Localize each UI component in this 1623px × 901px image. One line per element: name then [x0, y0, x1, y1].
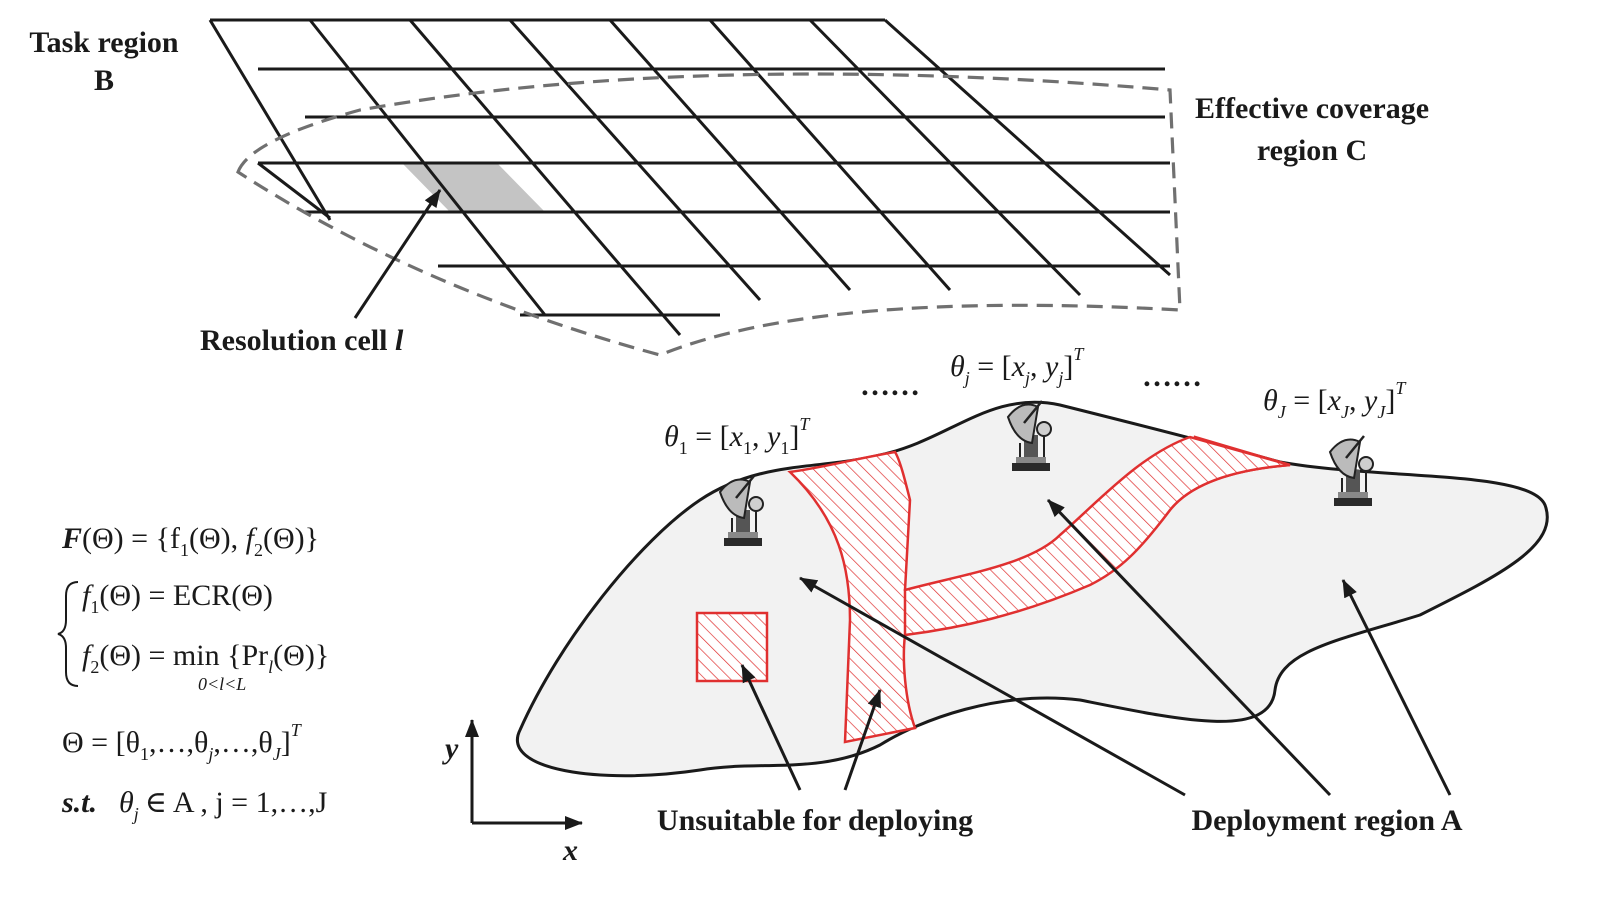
unsuitable-horizontal-band — [903, 435, 1291, 637]
formula-block: F(Θ) = {f1(Θ), f2(Θ)} f1(Θ) = ECR(Θ) f2(… — [57, 522, 329, 824]
arrow-deployment-middle — [1046, 498, 1332, 797]
axis-x-label: x — [562, 834, 578, 867]
sensor-label-J: θJ = [xJ, yJ]T — [1263, 378, 1407, 422]
unsuitable-areas — [695, 435, 1291, 744]
resolution-cell-highlight — [402, 163, 545, 212]
svg-text:θj = [xj, yj]T: θj = [xj, yj]T — [950, 344, 1085, 388]
ellipsis-left: …… — [860, 369, 920, 402]
coordinate-axes: y x — [442, 719, 583, 867]
formula-F: F(Θ) = {f1(Θ), f2(Θ)} — [61, 522, 319, 560]
task-region-grid — [208, 18, 1182, 357]
task-region-label: Task region — [29, 26, 179, 59]
arrow-deployment-right — [1341, 579, 1452, 796]
arrow-deployment-left — [799, 576, 1186, 797]
formula-constraint: s.t.θj∈ A , j = 1,…,J — [61, 786, 328, 824]
sensor-label-j: θj = [xj, yj]T — [950, 344, 1085, 388]
formula-brace — [57, 581, 79, 687]
effective-coverage-boundary — [236, 72, 1182, 357]
arrow-unsuitable-band — [843, 689, 882, 791]
unsuitable-square — [695, 611, 769, 683]
task-region-letter: B — [94, 64, 114, 97]
ellipsis-right: …… — [1142, 360, 1202, 393]
svg-text:θ1 = [x1, y1]T: θ1 = [x1, y1]T — [664, 414, 811, 458]
formula-f2: f2(Θ) = min {Prl(Θ)} — [82, 639, 329, 677]
unsuitable-label: Unsuitable for deploying — [657, 804, 973, 837]
deployment-label: Deployment region A — [1191, 804, 1462, 837]
svg-text:θJ = [xJ, yJ]T: θJ = [xJ, yJ]T — [1263, 378, 1407, 422]
resolution-cell-arrow — [353, 189, 442, 319]
arrow-unsuitable-square — [740, 664, 802, 791]
effective-coverage-label: Effective coverage — [1195, 92, 1429, 125]
formula-theta-vector: Θ = [θ1,…,θj,…,θJ]T — [62, 720, 303, 764]
effective-coverage-letter: region C — [1257, 134, 1367, 167]
axis-y-label: y — [442, 732, 459, 765]
sensor-label-1: θ1 = [x1, y1]T — [664, 414, 811, 458]
formula-f1: f1(Θ) = ECR(Θ) — [82, 579, 273, 617]
resolution-cell-label: Resolution cell l — [200, 324, 404, 357]
formula-min-range: 0<l<L — [198, 674, 246, 694]
